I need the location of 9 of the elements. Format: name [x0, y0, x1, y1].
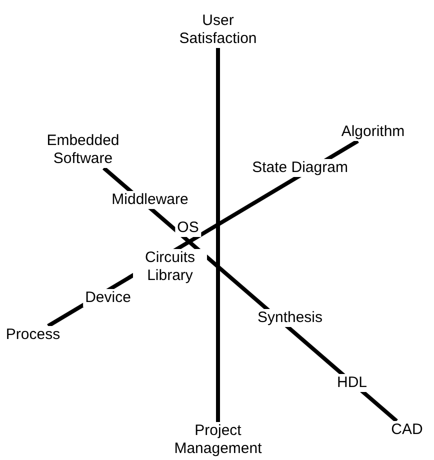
axis-end-label: Algorithm — [339, 123, 407, 141]
axis-tick-label: HDL — [335, 374, 369, 392]
axis-tick-label: State Diagram — [250, 159, 350, 177]
axis-line — [216, 48, 220, 422]
axis-tick-label: Device — [83, 289, 133, 307]
axis-tick-label: OS — [175, 219, 201, 237]
axis-tick-label: Synthesis — [255, 309, 325, 327]
axis-tick-label: Circuits Library — [133, 249, 207, 285]
axis-tick-label: Middleware — [110, 191, 190, 209]
